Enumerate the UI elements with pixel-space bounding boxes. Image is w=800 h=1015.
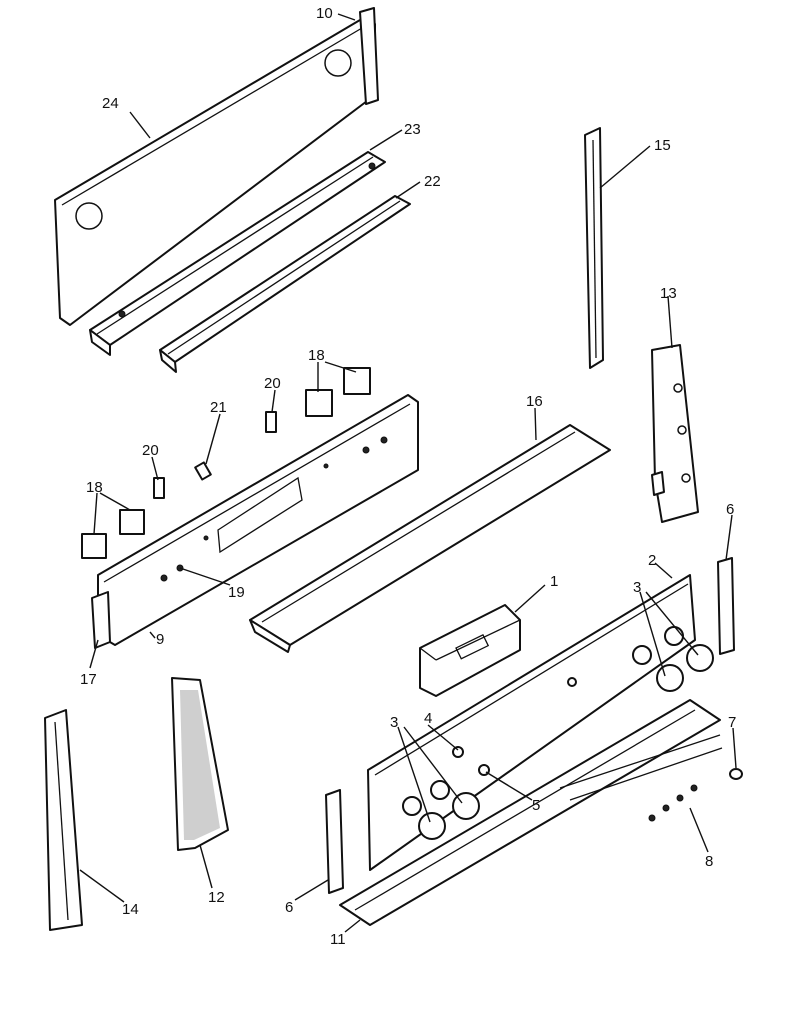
callout-23: 23 [404,121,421,138]
callout-22: 22 [424,173,441,190]
part-19-control-housing [97,394,419,646]
callout-6-right: 6 [726,501,734,518]
leader-lines [79,13,737,933]
callout-16: 16 [526,393,543,410]
part-21-spring [194,461,212,481]
callout-7: 7 [728,714,736,731]
part-11-lower-trim [339,699,721,926]
callout-11: 11 [330,931,346,948]
part-16-trim-strip [249,424,611,653]
part-15-side-trim [584,127,604,369]
callout-18-top: 18 [308,347,325,364]
callout-12: 12 [208,889,225,906]
callout-21: 21 [210,399,227,416]
callout-17: 17 [80,671,97,688]
part-18-blocks [81,367,371,559]
part-14-left-trim [44,709,83,931]
part-8-wire-harness [559,734,723,822]
callout-9: 9 [156,631,164,648]
callout-3-right: 3 [633,579,641,596]
part-23-channel [89,151,386,356]
callout-14: 14 [122,901,139,918]
part-12-glass-panel [171,677,229,851]
callout-15: 15 [654,137,671,154]
part-6-end-trims [325,557,735,894]
callout-19: 19 [228,584,245,601]
callout-20-left: 20 [142,442,159,459]
callout-20-top: 20 [264,375,281,392]
part-1-clock-module [419,604,521,697]
callout-6-left: 6 [285,899,293,916]
callout-4: 4 [424,710,432,727]
part-17-side-bracket [91,591,111,649]
callout-8: 8 [705,853,713,870]
callout-labels: 24 10 23 22 15 13 16 18 20 21 20 18 19 9… [80,5,736,948]
callout-5: 5 [532,797,540,814]
callout-13: 13 [660,285,677,302]
callout-1: 1 [550,573,558,590]
part-24-back-panel [54,7,379,326]
part-13-end-cap [651,344,699,523]
part-20-clips [153,411,277,499]
callout-18-left: 18 [86,479,103,496]
callout-10: 10 [316,5,333,22]
callout-3-left: 3 [390,714,398,731]
callout-24: 24 [102,95,119,112]
callout-2: 2 [648,552,656,569]
part-22-bracket [159,195,411,373]
part-7-grommet [729,768,743,780]
